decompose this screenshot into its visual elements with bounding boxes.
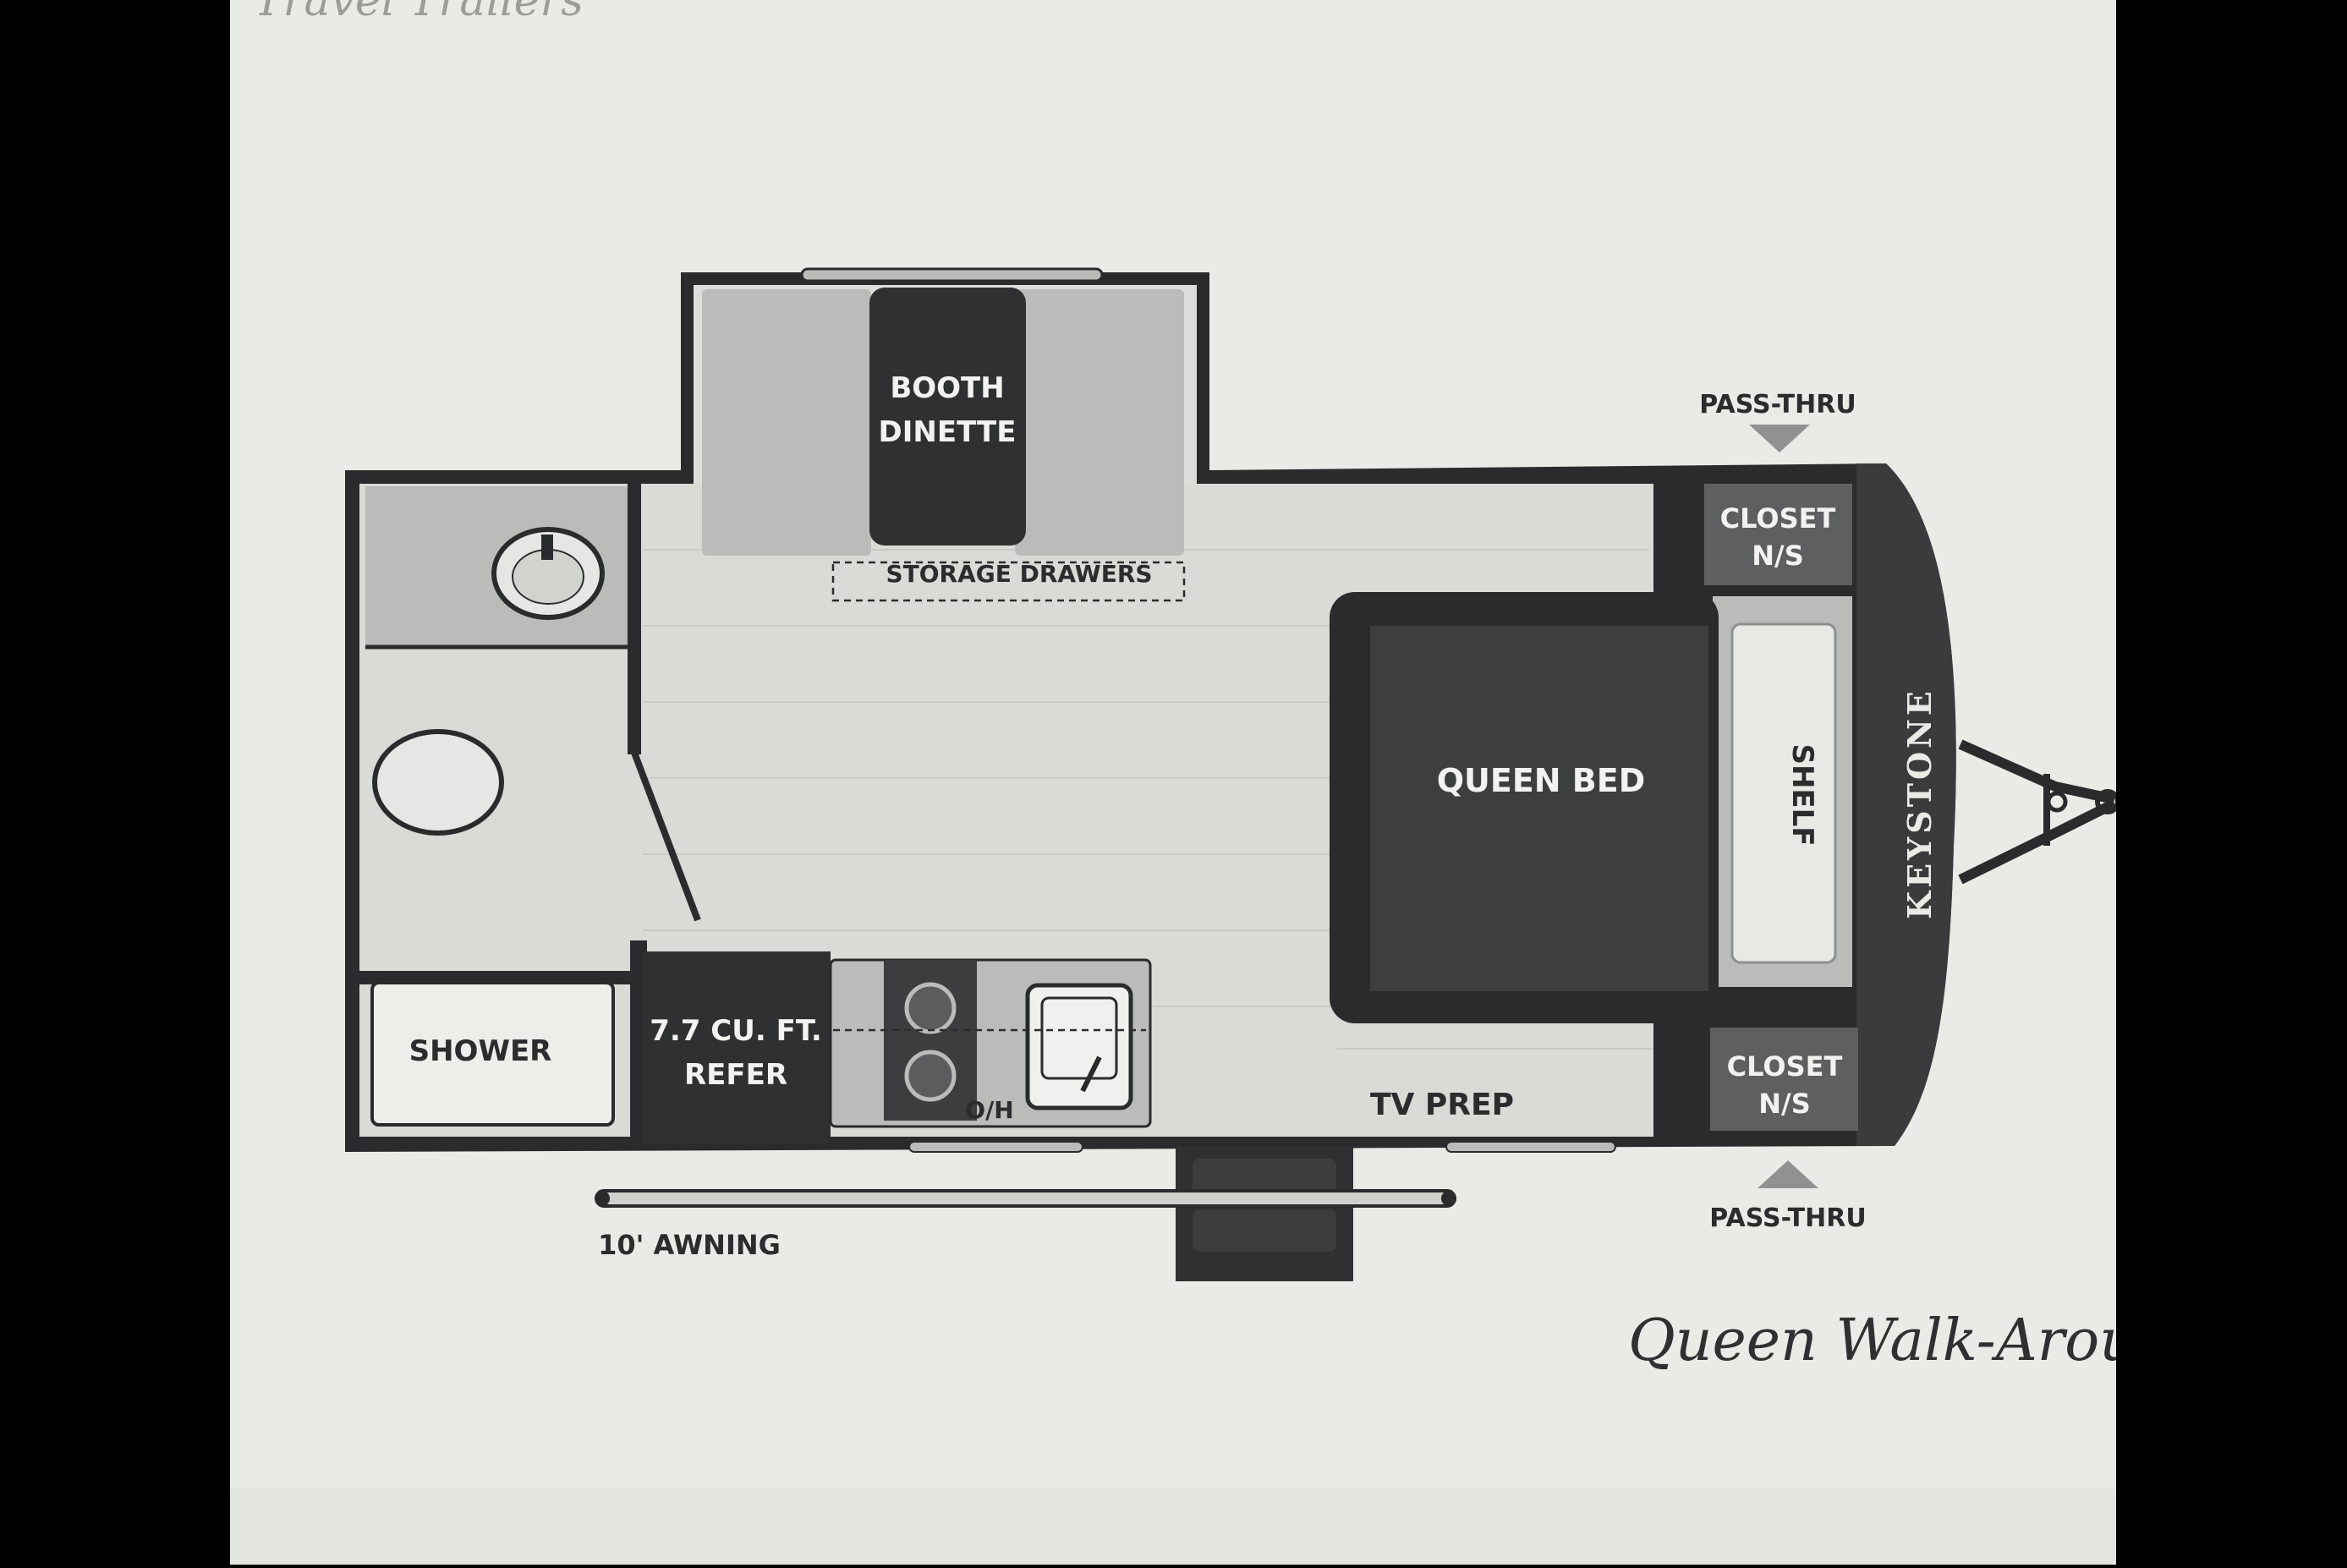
booth-dinette-label-2: DINETTE [879, 415, 1017, 449]
dinette-bench-left [702, 289, 871, 556]
closet-top-label-2: N/S [1752, 540, 1804, 572]
front-nose-cap [1856, 463, 1956, 1146]
queen-bed-label: QUEEN BED [1437, 762, 1646, 799]
closet-bottom-label-1: CLOSET [1727, 1050, 1843, 1083]
shower-stall [370, 981, 615, 1127]
storage-drawers-label: STORAGE DRAWERS [886, 560, 1152, 588]
pass-thru-bottom-label: PASS-THRU [1709, 1203, 1866, 1233]
shelf [1730, 622, 1837, 964]
pass-thru-top-label: PASS-THRU [1699, 390, 1856, 419]
front-window [1445, 1141, 1616, 1153]
shower-label: SHOWER [409, 1034, 552, 1068]
burner-icon [904, 982, 957, 1034]
oh-label: O/H [965, 1096, 1013, 1124]
refer-label-2: REFER [684, 1058, 787, 1092]
bathroom-wall [628, 484, 641, 754]
awning-label: 10' AWNING [598, 1229, 781, 1261]
brand-logo: KEYSTONE [1900, 688, 1938, 919]
model-caption: Queen Walk-Around [1628, 1308, 2210, 1374]
left-border [0, 0, 230, 1565]
kitchen-faucet-icon [1080, 1055, 1102, 1093]
right-border [2116, 0, 2347, 1565]
paper-bottom-shade [230, 1489, 2116, 1565]
shelf-label: SHELF [1785, 743, 1819, 846]
pass-thru-bottom-arrow [1758, 1160, 1818, 1188]
dinette-window [800, 267, 1104, 282]
kitchen: 7.7 CU. FT. REFER O/H [630, 940, 1152, 1153]
bathroom-door-swing [631, 751, 701, 922]
tv-prep-label: TV PREP [1370, 1088, 1514, 1122]
pass-thru-markers: PASS-THRU PASS-THRU [1699, 390, 1866, 1233]
closet-top-label-1: CLOSET [1720, 502, 1836, 535]
bathroom: SHOWER [359, 484, 701, 1127]
dinette-bench-right [1015, 289, 1184, 556]
closet-bottom-label-2: N/S [1758, 1088, 1811, 1120]
burner-icon [904, 1050, 957, 1102]
booth-dinette-label-1: BOOTH [890, 371, 1004, 405]
faucet-icon [541, 535, 553, 560]
storage-drawers-outline [831, 561, 1186, 602]
bedroom: CLOSET N/S CLOSET N/S SHELF QUEEN BED KE… [1330, 480, 1938, 1140]
header-text: Travel Trailers [254, 0, 584, 26]
refrigerator [643, 951, 831, 1143]
booth-dinette: BOOTH DINETTE STORAGE DRAWERS [702, 267, 1186, 602]
queen-bed [1370, 626, 1708, 991]
refer-label-1: 7.7 CU. FT. [650, 1014, 822, 1048]
dinette-table [869, 288, 1026, 546]
closet-bottom [1710, 1028, 1858, 1131]
awning: 10' AWNING [595, 1189, 1456, 1261]
trailer-hitch [1958, 739, 2120, 885]
kitchen-window [908, 1141, 1083, 1153]
toilet-icon [372, 729, 504, 836]
pass-thru-top-arrow [1749, 425, 1810, 452]
closet-top [1704, 484, 1852, 585]
awning-bar [595, 1189, 1456, 1208]
